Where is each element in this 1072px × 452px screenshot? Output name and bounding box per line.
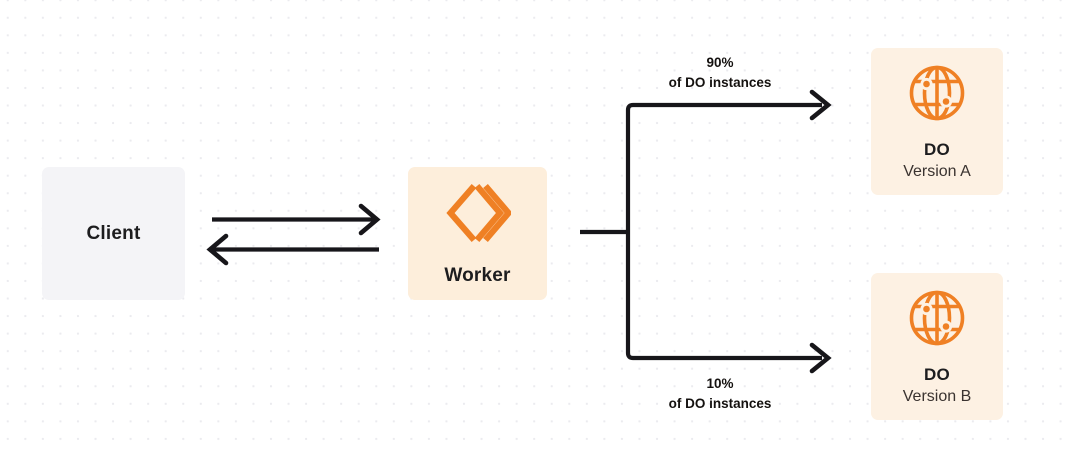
edge-label-10-percent: 10% of DO instances: [655, 374, 785, 413]
edge-label-90-percent-line1: 90%: [706, 55, 734, 70]
node-client[interactable]: Client: [42, 167, 185, 300]
node-do-version-a-title: DO: [924, 139, 950, 159]
node-do-version-b-subtitle: Version B: [902, 388, 972, 406]
cloudflare-workers-icon: [445, 182, 513, 249]
node-client-title: Client: [86, 222, 141, 244]
edge-label-90-percent-line2: of DO instances: [668, 74, 772, 90]
durable-object-globe-icon: [908, 289, 966, 352]
edge-label-90-percent: 90% of DO instances: [655, 53, 785, 92]
edge-worker-to-do-b: [625, 232, 832, 374]
edge-worker-to-client: [206, 233, 379, 266]
edge-label-10-percent-line2: of DO instances: [668, 395, 772, 411]
node-worker-title: Worker: [444, 265, 511, 286]
node-do-version-a[interactable]: DO Version A: [871, 48, 1003, 195]
durable-object-globe-icon: [908, 64, 966, 127]
node-do-version-b[interactable]: DO Version B: [871, 273, 1003, 420]
edge-worker-to-do-a: [625, 89, 832, 232]
node-do-version-b-title: DO: [924, 364, 950, 384]
node-worker[interactable]: Worker: [408, 167, 547, 300]
edge-client-to-worker: [212, 203, 381, 236]
node-do-version-a-subtitle: Version A: [903, 163, 971, 181]
edge-label-10-percent-line1: 10%: [706, 376, 734, 391]
